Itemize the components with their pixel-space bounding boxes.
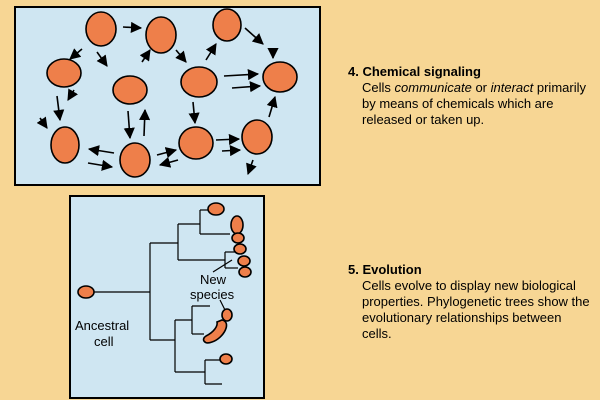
cell — [112, 75, 148, 105]
evolution-panel: New species Ancestral cell — [69, 195, 265, 399]
section-4-text-pre: Cells — [362, 80, 395, 95]
phylogenetic-tree — [94, 209, 238, 385]
signal-arrow — [139, 108, 151, 137]
species-cell — [221, 308, 233, 322]
signal-arrow — [188, 101, 200, 125]
cell — [212, 8, 242, 42]
signal-arrow — [215, 133, 241, 146]
ancestral-cell — [77, 285, 95, 299]
ancestral-cell-label-line1: Ancestral — [75, 318, 129, 333]
section-4-text: Cells communicate or interact primarily … — [348, 80, 593, 128]
signal-arrows — [36, 21, 279, 176]
cell — [119, 142, 151, 178]
signal-arrow — [96, 51, 108, 67]
signal-arrow — [139, 49, 151, 63]
signal-arrow — [205, 43, 217, 61]
signal-arrow — [221, 144, 242, 157]
new-species-label-line2: species — [190, 287, 235, 302]
section-5-text: Cells evolve to display new biological p… — [362, 278, 590, 341]
signal-arrow — [158, 156, 179, 168]
section-4-heading: 4. Chemical signaling — [348, 64, 481, 79]
species-cells — [77, 202, 252, 365]
signal-arrow — [156, 147, 178, 158]
section-4-emphasis-interact: interact — [490, 80, 534, 95]
species-cell — [238, 266, 252, 278]
new-species-label-line1: New — [200, 272, 227, 287]
signal-arrow — [175, 49, 187, 63]
section-5-caption: 5. Evolution Cells evolve to display new… — [348, 262, 593, 342]
signal-arrow — [69, 48, 83, 60]
cell — [180, 66, 218, 98]
callout-line — [212, 259, 233, 273]
cell — [145, 16, 177, 54]
section-4-text-post: primarily by means of chemicals which ar… — [362, 80, 586, 127]
signal-arrow — [231, 81, 262, 93]
species-cell — [233, 243, 247, 255]
signal-arrow — [123, 110, 135, 140]
callout-line — [219, 299, 226, 311]
species-cell — [231, 232, 245, 244]
signal-arrow — [87, 145, 115, 157]
species-cell — [202, 319, 228, 344]
signaling-cells — [46, 8, 298, 178]
signal-arrow — [122, 21, 143, 34]
section-5-heading: 5. Evolution — [348, 262, 422, 277]
section-4-emphasis-communicate: communicate — [394, 80, 472, 95]
signal-arrow — [87, 159, 114, 171]
signal-arrow — [53, 95, 65, 122]
signal-arrow — [223, 69, 260, 81]
cell — [50, 126, 80, 164]
species-cell — [219, 353, 233, 365]
signal-arrow — [36, 116, 48, 129]
cell — [241, 119, 273, 155]
section-4-caption: 4. Chemical signaling Cells communicate … — [348, 64, 593, 128]
cell — [85, 11, 117, 47]
section-4-text-mid: or — [471, 80, 491, 95]
signaling-panel — [14, 6, 321, 186]
cell — [262, 61, 298, 93]
cell — [46, 58, 82, 88]
cell — [178, 126, 214, 160]
species-cell — [207, 202, 225, 216]
signal-arrow — [246, 159, 257, 176]
signal-arrow — [67, 88, 78, 101]
signal-arrow — [266, 95, 278, 118]
ancestral-cell-label-line2: cell — [94, 334, 114, 349]
signal-arrow — [244, 27, 264, 45]
species-cell — [230, 215, 244, 235]
species-cell — [237, 255, 251, 267]
